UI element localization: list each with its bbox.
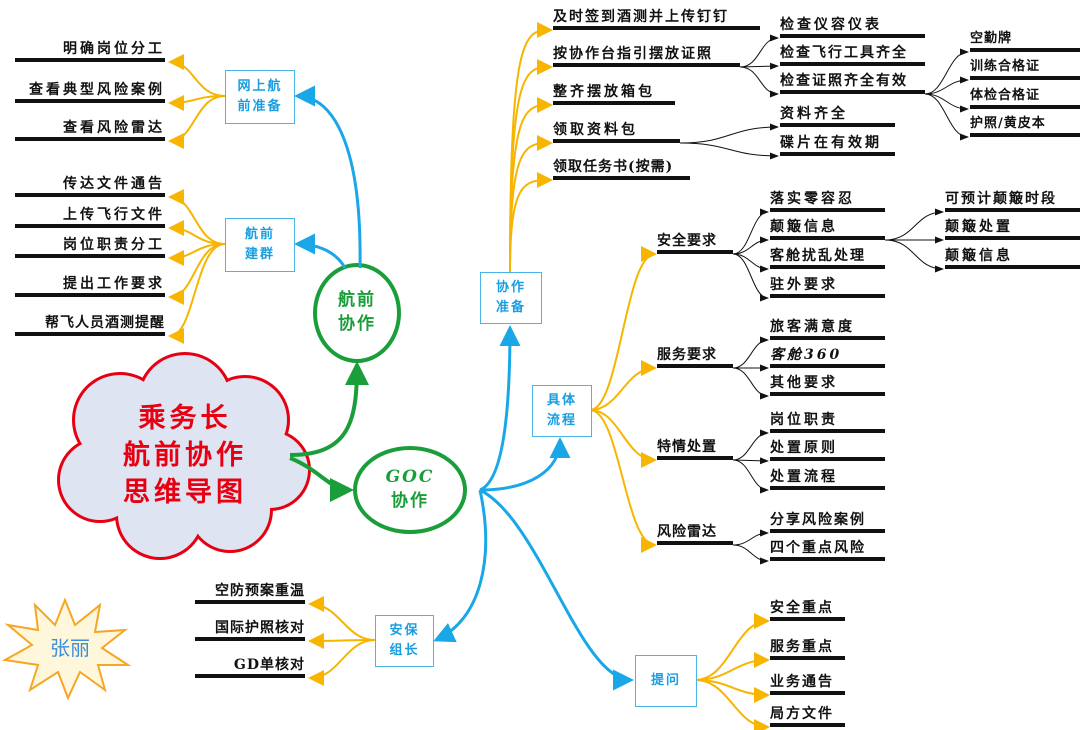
group-box[interactable]: 航前建群	[225, 218, 295, 272]
online-prep-box[interactable]: 网上航前准备	[225, 70, 295, 124]
node-label: 协作	[391, 491, 429, 511]
cert-item[interactable]: 体检合格证	[970, 87, 1080, 109]
node-label: 航前	[338, 290, 376, 310]
prep-box[interactable]: 协作准备	[480, 272, 542, 324]
service-item[interactable]: 客舱360	[770, 346, 885, 368]
prep-item[interactable]: 领取任务书(按需)	[553, 158, 690, 180]
name-badge: 张丽	[50, 636, 90, 660]
turbulence-item[interactable]: 颠簸处置	[945, 218, 1080, 240]
safety-item[interactable]: 驻外要求	[770, 276, 885, 298]
prep-item[interactable]: 整齐摆放箱包	[553, 83, 675, 105]
center-title-line: 乘务长	[138, 403, 232, 434]
online-prep-item[interactable]: 查看风险雷达	[15, 119, 165, 141]
safety-item[interactable]: 客舱扰乱处理	[770, 247, 885, 269]
box-label: 提问	[650, 673, 681, 688]
service-item[interactable]: 其他要求	[770, 374, 885, 396]
security-item[interactable]: 国际护照核对	[195, 619, 305, 641]
question-item[interactable]: 服务重点	[770, 638, 845, 660]
online-prep-item[interactable]: 明确岗位分工	[15, 40, 165, 62]
center-title-line: 航前协作	[123, 440, 247, 471]
turbulence-item[interactable]: 可预计颠簸时段	[945, 190, 1080, 212]
online-prep-item[interactable]: 查看典型风险案例	[15, 81, 165, 103]
safety-item[interactable]: 颠簸信息	[770, 218, 885, 240]
process-category[interactable]: 特情处置	[657, 438, 733, 460]
cert-item[interactable]: 护照/黄皮本	[970, 115, 1080, 137]
check-item[interactable]: 检查飞行工具齐全	[780, 44, 925, 66]
center-title: 乘务长 航前协作 思维导图	[95, 400, 275, 511]
box-label: 组长	[389, 643, 420, 658]
group-item[interactable]: 岗位职责分工	[15, 236, 165, 258]
question-item[interactable]: 局方文件	[770, 705, 845, 727]
material-item[interactable]: 碟片在有效期	[780, 134, 895, 156]
process-category[interactable]: 安全要求	[657, 232, 733, 254]
process-category[interactable]: 服务要求	[657, 346, 733, 368]
center-title-line: 思维导图	[123, 477, 247, 508]
material-item[interactable]: 资料齐全	[780, 105, 895, 127]
process-box[interactable]: 具体流程	[532, 385, 592, 437]
node-label: 协作	[338, 314, 376, 334]
group-item[interactable]: 帮飞人员酒测提醒	[15, 314, 165, 336]
preflight-node[interactable]: 航前 协作	[325, 288, 389, 336]
risk-item[interactable]: 四个重点风险	[770, 539, 885, 561]
security-item[interactable]: 空防预案重温	[195, 582, 305, 604]
center-cloud	[57, 352, 311, 560]
node-label: GOC	[385, 467, 435, 487]
box-label: 航前	[244, 227, 275, 242]
box-label: 具体	[546, 393, 577, 408]
check-item[interactable]: 检查证照齐全有效	[780, 72, 925, 94]
box-label: 安保	[389, 623, 420, 638]
question-item[interactable]: 安全重点	[770, 599, 845, 621]
special-item[interactable]: 处置流程	[770, 468, 885, 490]
prep-item[interactable]: 按协作台指引摆放证照	[553, 45, 740, 67]
group-item[interactable]: 提出工作要求	[15, 275, 165, 297]
box-label: 流程	[546, 413, 577, 428]
name-starburst	[1, 597, 132, 701]
question-item[interactable]: 业务通告	[770, 673, 845, 695]
turbulence-item[interactable]: 颠簸信息	[945, 247, 1080, 269]
cert-item[interactable]: 空勤牌	[970, 30, 1080, 52]
prep-item[interactable]: 及时签到酒测并上传钉钉	[553, 8, 760, 30]
box-label: 协作	[495, 280, 526, 295]
box-label: 建群	[244, 247, 275, 262]
questions-box[interactable]: 提问	[635, 655, 697, 707]
special-item[interactable]: 岗位职责	[770, 411, 885, 433]
cert-item[interactable]: 训练合格证	[970, 58, 1080, 80]
prep-item[interactable]: 领取资料包	[553, 121, 680, 143]
box-label: 网上航	[237, 79, 283, 94]
security-box[interactable]: 安保组长	[375, 615, 434, 667]
group-item[interactable]: 传达文件通告	[15, 175, 165, 197]
risk-item[interactable]: 分享风险案例	[770, 511, 885, 533]
process-category[interactable]: 风险雷达	[657, 523, 733, 545]
box-label: 前准备	[237, 99, 283, 114]
goc-node[interactable]: GOC 协作	[375, 465, 445, 513]
security-item[interactable]: GD单核对	[195, 656, 305, 678]
check-item[interactable]: 检查仪容仪表	[780, 16, 925, 38]
service-item[interactable]: 旅客满意度	[770, 318, 885, 340]
safety-item[interactable]: 落实零容忍	[770, 190, 885, 212]
group-item[interactable]: 上传飞行文件	[15, 206, 165, 228]
box-label: 准备	[495, 300, 526, 315]
special-item[interactable]: 处置原则	[770, 439, 885, 461]
